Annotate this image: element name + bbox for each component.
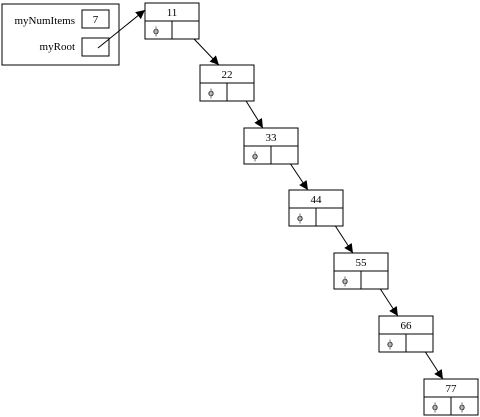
node-right-cell	[171, 20, 200, 40]
node-value: 44	[311, 194, 323, 206]
null-left-icon: ϕ	[153, 25, 159, 37]
node-value: 33	[266, 132, 278, 144]
null-left-icon: ϕ	[208, 87, 214, 99]
null-left-icon: ϕ	[387, 338, 393, 350]
node-value: 22	[222, 69, 233, 81]
field-value-num-items: 7	[93, 14, 99, 26]
node-right-cell	[315, 207, 344, 227]
tree-node: 55 ϕ	[333, 252, 389, 290]
field-label-num-items: myNumItems	[15, 15, 76, 27]
node-value: 66	[401, 320, 413, 332]
node-right-cell	[270, 145, 299, 165]
node-value: 11	[167, 7, 178, 19]
node-right-cell	[450, 396, 479, 416]
node-value: 77	[446, 383, 458, 395]
node-right-cell	[226, 82, 255, 102]
tree-node: 11 ϕ	[144, 2, 200, 40]
node-right-cell	[405, 333, 434, 353]
field-box-root	[81, 37, 110, 57]
node-value: 55	[356, 257, 368, 269]
null-left-icon: ϕ	[252, 150, 258, 162]
null-left-icon: ϕ	[432, 401, 438, 413]
field-box-num-items	[81, 9, 110, 29]
node-right-cell	[360, 270, 389, 290]
tree-node: 22 ϕ	[199, 64, 255, 102]
null-right-icon: ϕ	[459, 401, 465, 413]
tree-object: myNumItems 7 myRoot	[1, 3, 120, 66]
tree-node: 33 ϕ	[243, 127, 299, 165]
tree-node: 66 ϕ	[378, 315, 434, 353]
tree-node: 44 ϕ	[288, 189, 344, 227]
null-left-icon: ϕ	[297, 212, 303, 224]
field-label-root: myRoot	[40, 41, 75, 53]
null-left-icon: ϕ	[342, 275, 348, 287]
root-pointer-arrow	[97, 9, 146, 49]
